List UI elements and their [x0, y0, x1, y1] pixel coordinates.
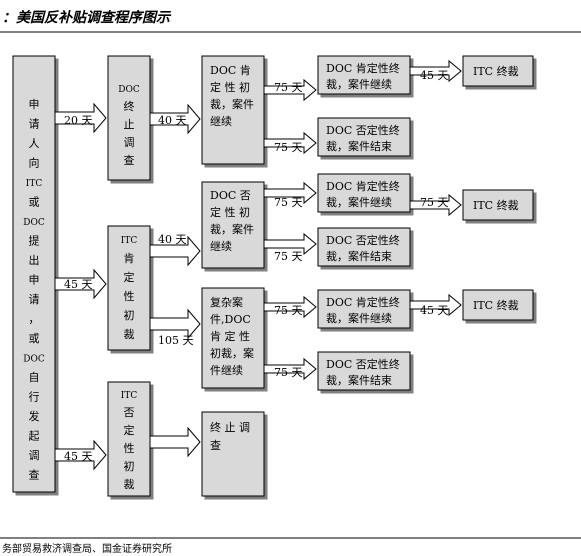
arrow-prelim2-to-final-pos — [263, 181, 317, 205]
svg-text:ITC 终裁: ITC 终裁 — [473, 64, 519, 78]
itc-final-box-1: ITC 终裁 — [462, 55, 534, 87]
svg-text:DOC 否定性终裁，案件结束: DOC 否定性终裁，案件结束 — [326, 357, 400, 387]
terminate-box: 终 止 调 查 — [201, 411, 265, 497]
label-75-days-4: 75 天 — [274, 250, 303, 263]
label-75-days-2: 75 天 — [274, 141, 303, 154]
arrow-final3-to-itc — [409, 293, 462, 317]
arrow-apply-to-itc-negative — [54, 439, 107, 471]
complex-case-text: 复杂案 件,DOC 肯 定 性 初裁，案 件继续 — [210, 295, 258, 377]
svg-text:DOC 否定性终裁，案件结束: DOC 否定性终裁，案件结束 — [326, 233, 400, 263]
label-75-days-6: 75 天 — [274, 366, 303, 379]
arrow-complex-to-final-neg — [263, 357, 317, 381]
doc-final-positive-box-2: DOC 肯定性终裁，案件继续 — [317, 173, 411, 213]
svg-text:ITC 终裁: ITC 终裁 — [473, 298, 519, 312]
arrow-apply-to-itc-positive — [54, 268, 107, 300]
label-75-days-5: 75 天 — [274, 304, 303, 317]
svg-text:DOC 肯定性终裁，案件继续: DOC 肯定性终裁，案件继续 — [326, 295, 400, 325]
doc-prelim-positive-box: DOC 肯 定 性 初 裁，案件 继续 — [201, 55, 265, 165]
day-labels: 20 天 45 天 45 天 40 天 40 天 105 天 75 天 75 天… — [64, 69, 449, 463]
figure-title: ：美国反补贴调查程序图示 — [2, 9, 172, 26]
arrow-prelim2-to-final-neg — [263, 232, 317, 256]
label-40-days-a: 40 天 — [158, 114, 187, 127]
svg-text:DOC 否定性终裁，案件结束: DOC 否定性终裁，案件结束 — [326, 123, 400, 153]
doc-final-negative-box-2: DOC 否定性终裁，案件结束 — [317, 227, 411, 267]
arrow-prelim1-to-final-pos — [263, 78, 317, 102]
source-note: 务部贸易救济调查局、国金证券研究所 — [2, 542, 172, 555]
terminate-text: 终 止 调 查 — [210, 420, 254, 452]
label-45-days-c: 45 天 — [420, 69, 449, 82]
arrow-to-doc-prelim-negative — [149, 235, 201, 267]
label-75-days-3: 75 天 — [274, 196, 303, 209]
arrow-complex-to-final-pos — [263, 295, 317, 319]
arrow-to-terminate — [149, 426, 201, 458]
complex-case-box: 复杂案 件,DOC 肯 定 性 初裁，案 件继续 — [201, 287, 265, 389]
doc-final-positive-box-1: DOC 肯定性终裁，案件继续 — [317, 55, 411, 95]
label-75-days-1: 75 天 — [274, 81, 303, 94]
arrow-apply-to-doc-terminate — [54, 102, 107, 134]
arrow-to-doc-prelim-positive — [149, 103, 201, 135]
arrows — [54, 59, 462, 471]
itc-final-box-3: ITC 终裁 — [462, 289, 534, 321]
doc-prelim-negative-box: DOC 否 定 性 初 裁，案件 继续 — [201, 181, 265, 269]
doc-final-negative-box-1: DOC 否定性终裁，案件结束 — [317, 117, 411, 157]
itc-final-box-2: ITC 终裁 — [462, 189, 534, 221]
label-20-days: 20 天 — [64, 114, 93, 127]
doc-prelim-positive-text: DOC 肯 定 性 初 裁，案件 继续 — [210, 64, 258, 128]
doc-prelim-negative-text: DOC 否 定 性 初 裁，案件 继续 — [210, 189, 258, 253]
label-105-days: 105 天 — [158, 334, 194, 347]
arrow-prelim1-to-final-neg-b — [263, 131, 317, 155]
doc-final-negative-box-3: DOC 否定性终裁，案件结束 — [317, 351, 411, 391]
svg-text:DOC 肯定性终裁，案件继续: DOC 肯定性终裁，案件继续 — [326, 61, 400, 91]
label-75-days-7: 75 天 — [420, 196, 449, 209]
svg-text:ITC 终裁: ITC 终裁 — [473, 198, 519, 212]
label-40-days-b: 40 天 — [158, 233, 187, 246]
doc-final-positive-box-3: DOC 肯定性终裁，案件继续 — [317, 289, 411, 329]
label-45-days-d: 45 天 — [420, 304, 449, 317]
arrow-to-complex-case — [149, 308, 201, 340]
svg-text:DOC 肯定性终裁，案件继续: DOC 肯定性终裁，案件继续 — [326, 179, 400, 209]
label-45-days-a: 45 天 — [64, 278, 93, 291]
arrow-final1-to-itc — [409, 59, 462, 83]
arrow-final2-to-itc — [409, 193, 462, 217]
label-45-days-b: 45 天 — [64, 450, 93, 463]
